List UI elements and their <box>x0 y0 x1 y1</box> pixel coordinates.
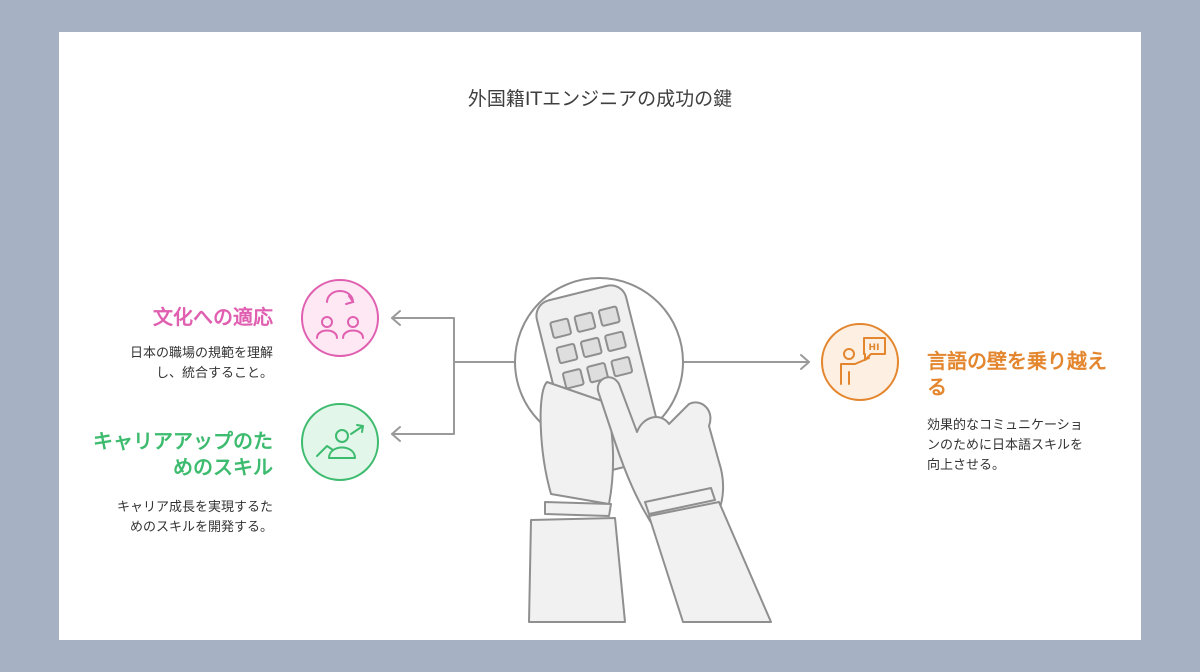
arrow-career <box>391 426 401 442</box>
arrow-culture <box>391 310 401 326</box>
career-skills-description: キャリア成長を実現するためのスキルを開発する。 <box>116 500 273 535</box>
diagram-card: 外国籍ITエンジニアの成功の鍵 <box>59 32 1141 640</box>
left-sleeve <box>528 517 626 623</box>
connector-career <box>391 361 455 435</box>
connectors <box>391 310 810 442</box>
speaker-hi-icon: HI <box>821 323 899 401</box>
diagram-canvas: HI <box>301 277 899 623</box>
language-barrier-label: 言語の壁を乗り越える <box>927 349 1107 399</box>
arrow-language <box>800 354 810 370</box>
culture-adaptation-description: 日本の職場の規範を理解し、統合すること。 <box>129 346 273 381</box>
people-cycle-icon <box>301 279 379 357</box>
left-cuff <box>544 501 612 517</box>
career-skills-label: キャリアアップのためのスキル <box>93 429 273 479</box>
career-growth-icon <box>301 403 379 481</box>
speaker-hi-text: HI <box>869 343 880 353</box>
right-cuff <box>644 487 716 515</box>
right-sleeve <box>648 501 772 623</box>
diagram-title: 外国籍ITエンジニアの成功の鍵 <box>467 88 733 110</box>
hand-tapping-phone-icon <box>514 277 772 623</box>
connector-culture <box>391 317 515 363</box>
culture-adaptation-label: 文化への適応 <box>153 305 273 329</box>
language-barrier-description: 効果的なコミュニケーションのために日本語スキルを向上させる。 <box>927 418 1084 473</box>
